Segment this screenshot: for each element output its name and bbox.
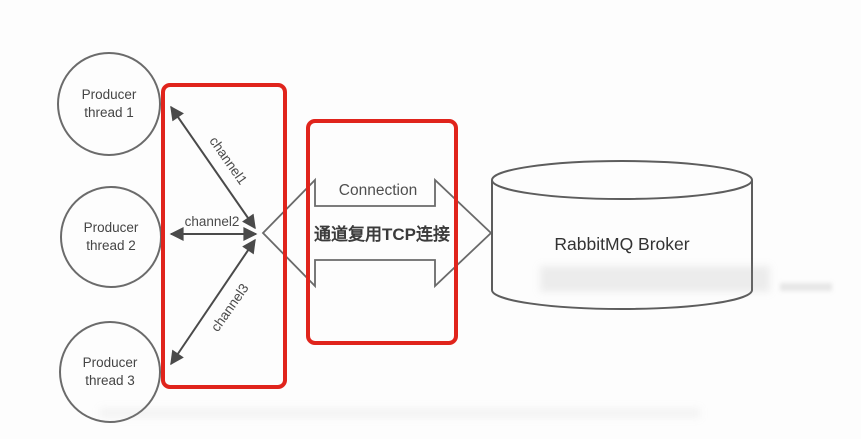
channel-2-label: channel2 bbox=[184, 214, 240, 229]
producer-2-label: Producer thread 2 bbox=[83, 220, 139, 253]
broker-label: RabbitMQ Broker bbox=[554, 234, 690, 254]
channel-3-arrow bbox=[170, 238, 256, 366]
connection-caption: 通道复用TCP连接 bbox=[314, 225, 450, 244]
connection-highlight-box bbox=[306, 119, 458, 345]
broker-cylinder-body bbox=[491, 180, 753, 310]
producer-3-label: Producer thread 3 bbox=[82, 355, 138, 388]
producer-1-label: Producer thread 1 bbox=[81, 87, 137, 120]
broker-cylinder-top bbox=[491, 160, 753, 200]
channels-highlight-box bbox=[161, 83, 287, 389]
channel-1-arrow bbox=[170, 105, 256, 230]
producer-3-circle bbox=[59, 321, 161, 423]
producer-1-circle bbox=[57, 52, 161, 156]
connection-label: Connection bbox=[338, 182, 418, 199]
